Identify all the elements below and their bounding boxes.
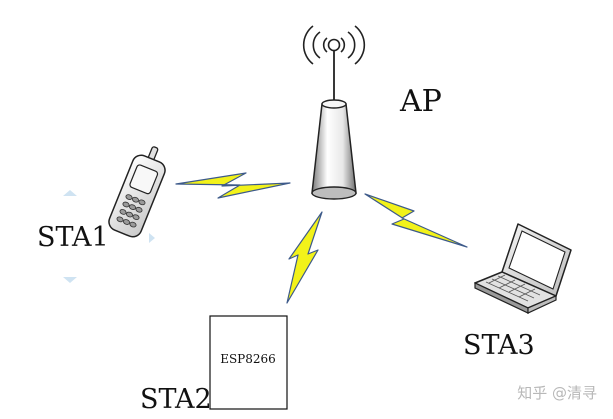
ap-label: AP bbox=[399, 84, 442, 119]
sta2-label: STA2 bbox=[140, 384, 212, 415]
wireless-link-sta3 bbox=[365, 194, 467, 247]
selection-handle-top[interactable] bbox=[63, 190, 77, 196]
laptop-icon bbox=[475, 224, 571, 313]
esp8266-label: ESP8266 bbox=[220, 352, 276, 366]
watermark: 知乎 @清寻 bbox=[517, 384, 597, 402]
access-point-icon bbox=[304, 26, 365, 199]
selection-handle-bottom[interactable] bbox=[63, 277, 77, 283]
selection-handle-right[interactable] bbox=[149, 233, 155, 243]
esp8266-module: ESP8266 bbox=[210, 316, 287, 409]
mobile-phone-icon bbox=[106, 141, 172, 239]
sta1-label: STA1 bbox=[37, 222, 109, 253]
wireless-link-sta2 bbox=[287, 212, 322, 303]
wireless-link-sta1 bbox=[176, 173, 290, 198]
sta3-label: STA3 bbox=[463, 330, 535, 361]
